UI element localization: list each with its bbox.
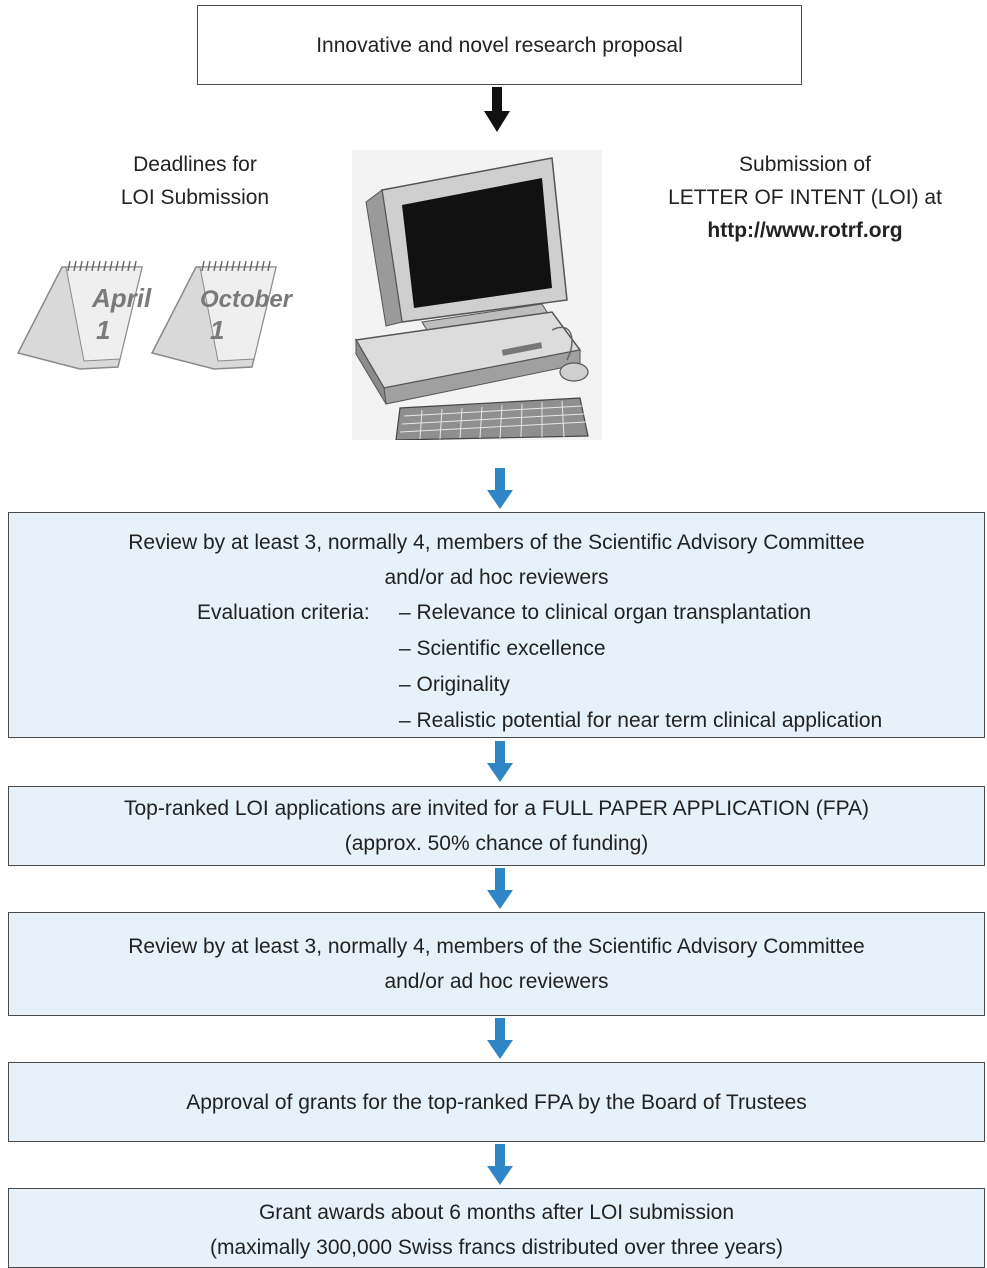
grant-approval-text: Approval of grants for the top-ranked FP… [186,1091,807,1114]
evaluation-criteria: Evaluation criteria: – Relevance to clin… [197,595,977,739]
arrow-down-icon [487,868,513,909]
calendar-april-month: April [91,283,152,313]
calendar-april-icon: April 1 [16,260,152,370]
grant-awards-line-1: Grant awards about 6 months after LOI su… [258,1201,735,1224]
arrow-down-black-icon [484,87,510,132]
criterion-item: – Realistic potential for near term clin… [399,709,883,732]
review-loi-line-1: Review by at least 3, normally 4, member… [128,531,865,554]
research-proposal-box: Innovative and novel research proposal [197,5,802,85]
review-loi-line-2: and/or ad hoc reviewers [384,566,609,589]
arrow-down-icon [487,741,513,782]
criterion-item: – Scientific excellence [399,637,606,660]
computer-icon [352,150,602,440]
evaluation-criteria-label: Evaluation criteria: [197,601,370,624]
calendar-october-day: 1 [210,315,224,345]
fpa-invitation-box: Top-ranked LOI applications are invited … [8,786,985,866]
calendar-april-day: 1 [96,315,110,345]
submission-label: Submission of LETTER OF INTENT (LOI) at … [630,148,980,247]
grant-awards-box: Grant awards about 6 months after LOI su… [8,1188,985,1268]
calendar-october-icon: October 1 [150,260,294,370]
arrow-down-icon [487,1018,513,1059]
criterion-item: – Originality [399,673,510,696]
criterion-item: – Relevance to clinical organ transplant… [399,601,812,624]
fpa-invitation-line-1: Top-ranked LOI applications are invited … [123,797,870,820]
fpa-invitation-line-2: (approx. 50% chance of funding) [344,832,649,855]
deadlines-label: Deadlines for LOI Submission [120,153,270,209]
review-fpa-line-1: Review by at least 3, normally 4, member… [128,935,865,958]
submission-url-link[interactable]: http://www.rotrf.org [707,219,903,242]
arrow-down-icon [487,1144,513,1185]
grant-awards-line-2: (maximally 300,000 Swiss francs distribu… [209,1236,784,1259]
review-fpa-box: Review by at least 3, normally 4, member… [8,912,985,1016]
calendar-october-month: October [200,286,294,313]
arrow-down-icon [487,468,513,509]
review-loi-box: Review by at least 3, normally 4, member… [8,512,985,738]
grant-approval-box: Approval of grants for the top-ranked FP… [8,1062,985,1142]
review-fpa-line-2: and/or ad hoc reviewers [384,970,609,993]
research-proposal-text: Innovative and novel research proposal [316,34,683,57]
